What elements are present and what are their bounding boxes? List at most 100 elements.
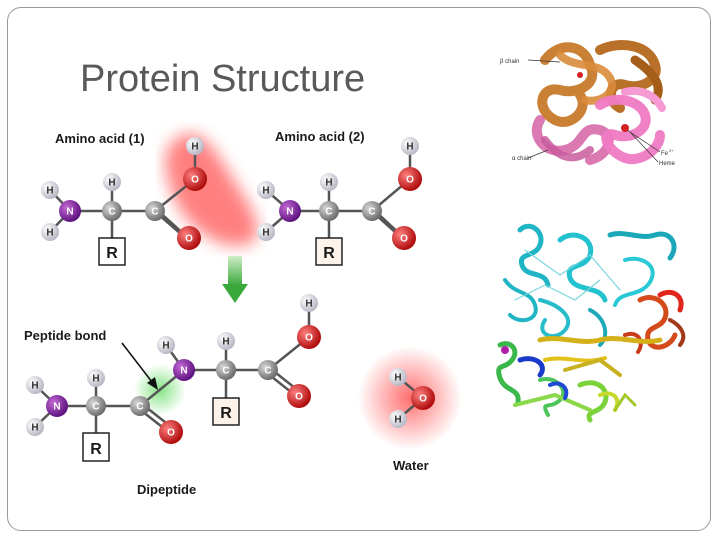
atom-symbol: O: [305, 333, 313, 344]
label-water: Water: [393, 458, 429, 473]
slide-title: Protein Structure: [80, 58, 366, 100]
hydrogen-atom: H: [87, 369, 105, 387]
atom-symbol: H: [92, 374, 99, 385]
hydrogen-atom: H: [26, 376, 44, 394]
label-fe-charge: 2+: [669, 148, 674, 153]
atom-symbol: N: [286, 207, 293, 218]
carbon-atom: C: [86, 396, 106, 416]
atom-symbol: C: [151, 207, 158, 218]
oxygen-atom: O: [177, 226, 201, 250]
peptide-bond-pointer-arrow: [121, 342, 158, 390]
atom-symbol: H: [191, 142, 198, 153]
label-alpha-chain: α chain: [512, 156, 531, 162]
svg-text:R: R: [220, 405, 232, 422]
water-glow: [358, 346, 462, 450]
oxygen-atom: O: [297, 325, 321, 349]
hydrogen-atom: H: [103, 173, 121, 191]
amino-acid-2-bonds: [265, 146, 412, 242]
nitrogen-atom: N: [59, 200, 81, 222]
hydrogen-atom: H: [257, 181, 275, 199]
oxygen-atom: O: [183, 167, 207, 191]
atom-symbol: C: [92, 402, 99, 413]
oxygen-atom: O: [287, 384, 311, 408]
label-peptide-bond: Peptide bond: [24, 328, 106, 343]
label-amino-acid-1: Amino acid (1): [55, 131, 145, 146]
nitrogen-atom: N: [46, 395, 68, 417]
atom-symbol: H: [394, 415, 401, 426]
oxygen-atom: O: [398, 167, 422, 191]
atom-symbol: H: [262, 186, 269, 197]
atoms-layer: H H N H C C O H O H H N H C C O H O H H N H C C O H N H C C O H O H H O: [26, 137, 435, 444]
atom-symbol: H: [31, 423, 38, 434]
svg-text:R: R: [90, 441, 102, 458]
label-dipeptide: Dipeptide: [137, 482, 196, 497]
carbon-atom: C: [145, 201, 165, 221]
atom-symbol: H: [406, 142, 413, 153]
atom-symbol: O: [419, 394, 427, 405]
hydrogen-atom: H: [41, 181, 59, 199]
water-removal-highlight: [165, 133, 258, 246]
hydrogen-atom: H: [41, 223, 59, 241]
hydrogen-atom: H: [26, 418, 44, 436]
oxygen-atom: O: [411, 386, 435, 410]
carbon-atom: C: [102, 201, 122, 221]
r-group-box: R: [315, 237, 343, 266]
atom-symbol: O: [406, 175, 414, 186]
atom-symbol: O: [185, 234, 193, 245]
hydrogen-atom: H: [157, 336, 175, 354]
hydrogen-atom: H: [300, 294, 318, 312]
atom-symbol: N: [66, 207, 73, 218]
atom-symbol: C: [108, 207, 115, 218]
svg-text:R: R: [323, 245, 335, 262]
ribbon-protein-illustration: [496, 223, 686, 423]
atom-symbol: C: [325, 207, 332, 218]
atom-symbol: O: [295, 392, 303, 403]
hydrogen-atom: H: [389, 410, 407, 428]
atom-symbol: H: [46, 228, 53, 239]
label-fe: Fe: [661, 151, 669, 157]
atom-symbol: C: [222, 366, 229, 377]
hydrogen-atom: H: [186, 137, 204, 155]
oxygen-atom: O: [392, 226, 416, 250]
label-amino-acid-2: Amino acid (2): [275, 129, 365, 144]
atom-symbol: H: [262, 228, 269, 239]
svg-text:R: R: [106, 245, 118, 262]
atom-symbol: O: [191, 175, 199, 186]
atom-symbol: C: [264, 366, 271, 377]
atom-symbol: H: [31, 381, 38, 392]
oxygen-atom: O: [159, 420, 183, 444]
hydrogen-atom: H: [401, 137, 419, 155]
carbon-atom: C: [130, 396, 150, 416]
hemoglobin-illustration: β chain α chain Fe 2+ Heme: [500, 40, 676, 167]
atom-symbol: N: [180, 366, 187, 377]
atom-symbol: C: [368, 207, 375, 218]
r-group-box: R: [212, 397, 240, 426]
hydrogen-atom: H: [320, 173, 338, 191]
atom-symbol: O: [167, 428, 175, 439]
atom-symbol: C: [136, 402, 143, 413]
atom-symbol: H: [162, 341, 169, 352]
hydrogen-atom: H: [389, 368, 407, 386]
r-group-box: R: [82, 432, 110, 462]
carbon-atom: C: [319, 201, 339, 221]
nitrogen-atom: N: [173, 359, 195, 381]
atom-symbol: H: [108, 178, 115, 189]
carbon-atom: C: [258, 360, 278, 380]
atom-symbol: H: [222, 337, 229, 348]
atom-symbol: H: [325, 178, 332, 189]
r-group-box: R: [98, 237, 126, 266]
carbon-atom: C: [362, 201, 382, 221]
atom-symbol: N: [53, 402, 60, 413]
atom-symbol: O: [400, 234, 408, 245]
label-heme: Heme: [659, 161, 676, 167]
atom-symbol: H: [394, 373, 401, 384]
atom-symbol: H: [305, 299, 312, 310]
hydrogen-atom: H: [257, 223, 275, 241]
nitrogen-atom: N: [279, 200, 301, 222]
label-beta-chain: β chain: [500, 59, 519, 65]
hydrogen-atom: H: [217, 332, 235, 350]
atom-symbol: H: [46, 186, 53, 197]
reaction-arrow: [222, 256, 248, 303]
